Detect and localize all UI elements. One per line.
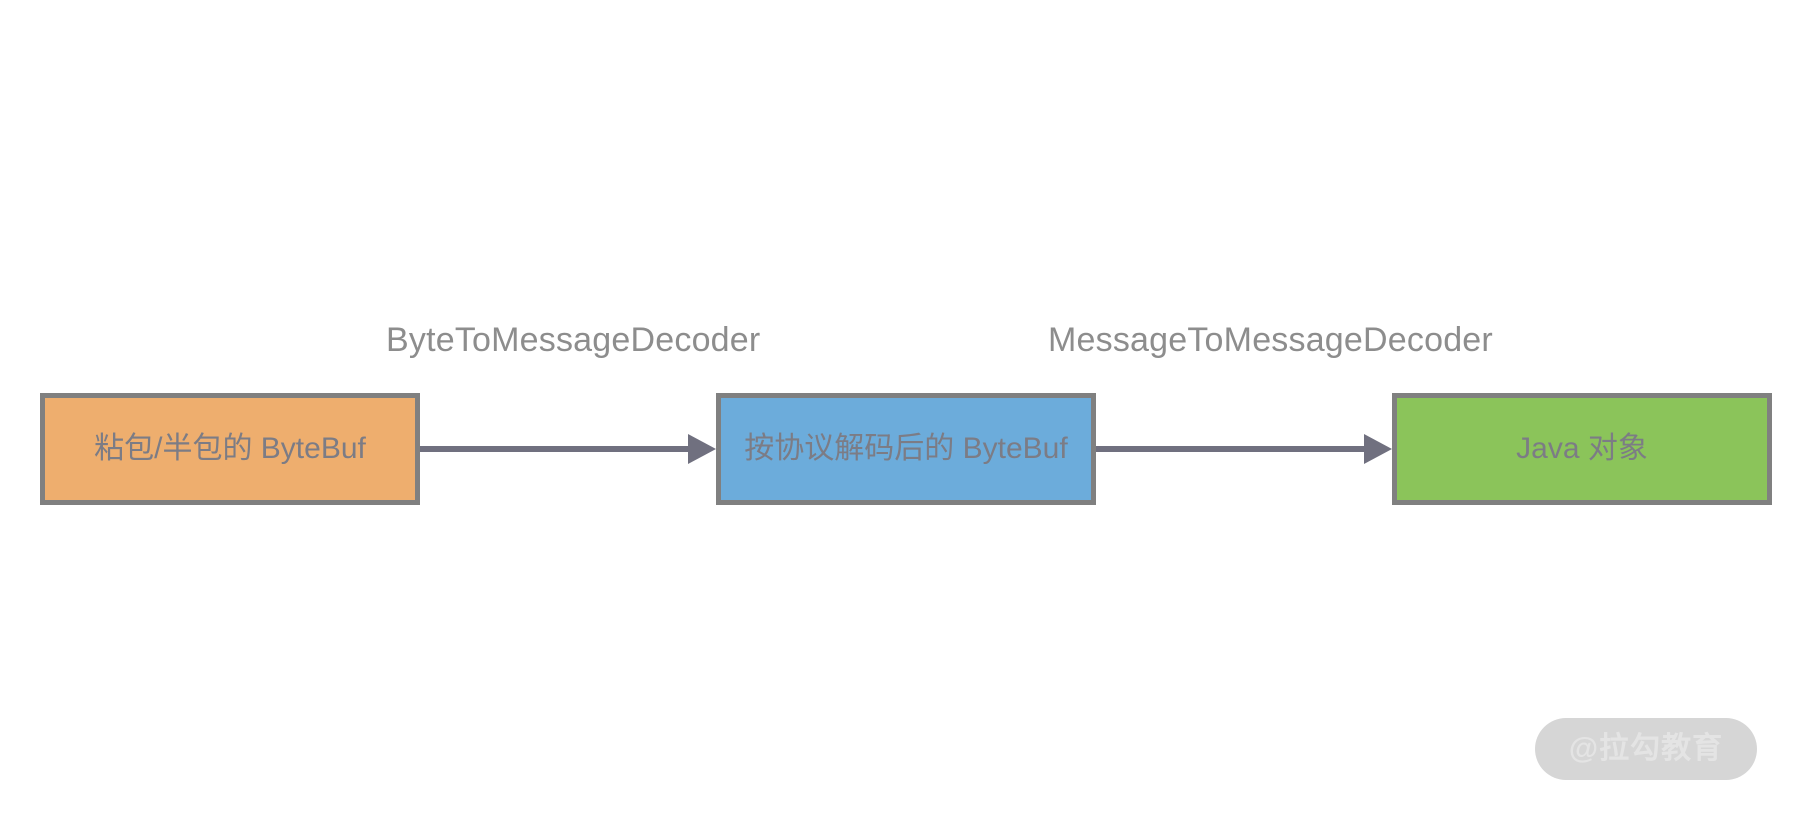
flow-node-sticky-bytebuf-label: 粘包/半包的 ByteBuf xyxy=(94,432,366,465)
arrow-head-icon xyxy=(1364,434,1392,464)
arrow-sticky-to-decoded xyxy=(420,434,716,464)
arrow-decoded-to-java-object xyxy=(1096,434,1392,464)
watermark-label: @拉勾教育 xyxy=(1568,732,1724,765)
flow-node-java-object-label: Java 对象 xyxy=(1516,432,1648,465)
arrow-head-icon xyxy=(688,434,716,464)
watermark-badge: @拉勾教育 xyxy=(1535,718,1757,780)
edge-label-byte-to-message-decoder: ByteToMessageDecoder xyxy=(386,321,761,359)
flow-node-sticky-bytebuf[interactable]: 粘包/半包的 ByteBuf xyxy=(40,393,420,505)
flow-node-decoded-bytebuf[interactable]: 按协议解码后的 ByteBuf xyxy=(716,393,1096,505)
arrow-shaft xyxy=(420,446,690,452)
edge-label-message-to-message-decoder: MessageToMessageDecoder xyxy=(1048,321,1493,359)
flow-node-decoded-bytebuf-label: 按协议解码后的 ByteBuf xyxy=(744,432,1068,465)
arrow-shaft xyxy=(1096,446,1366,452)
flow-node-java-object[interactable]: Java 对象 xyxy=(1392,393,1772,505)
